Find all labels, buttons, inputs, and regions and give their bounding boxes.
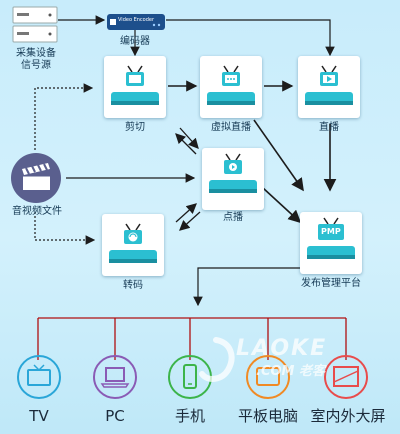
device-tv[interactable] [16, 354, 62, 404]
source-server [12, 6, 58, 48]
transcode-label: 转码 [123, 280, 143, 291]
clapperboard-icon [11, 153, 61, 203]
tv-box-icon [307, 217, 355, 259]
tv-box-icon [305, 65, 353, 105]
laptop-icon [93, 355, 137, 399]
encoder-label: 编码器 [120, 36, 150, 47]
device-screen-label: 室内外大屏 [310, 407, 386, 425]
vod-label: 点播 [223, 212, 243, 223]
virtual-live-card[interactable] [200, 56, 262, 118]
watermark-brand: LAOKE [236, 336, 328, 361]
live-card[interactable] [298, 56, 360, 118]
virtual-live-label: 虚拟直播 [211, 122, 251, 133]
publish-label: 发布管理平台 [301, 278, 361, 289]
encoder-device: Video Encoder [106, 12, 166, 36]
clip-card[interactable] [104, 56, 166, 118]
device-pc-label: PC [105, 407, 125, 425]
watermark-sub: .COM 老客 [256, 364, 325, 379]
tv-box-icon [111, 65, 159, 105]
tv-icon [17, 355, 61, 399]
device-tv-label: TV [29, 407, 49, 425]
device-pc[interactable] [92, 354, 138, 404]
tv-box-icon [207, 65, 255, 105]
watermark-logo: LAOKE .COM 老客 [196, 330, 356, 394]
encoder-badge: Video Encoder [118, 17, 155, 23]
media-file-label: 音视频文件 [12, 206, 62, 217]
tv-box-icon [209, 153, 257, 193]
tv-box-icon [109, 223, 157, 263]
vod-card[interactable] [202, 148, 264, 210]
transcode-card[interactable] [102, 214, 164, 276]
live-label: 直播 [319, 122, 339, 133]
publish-card[interactable]: PMP [300, 212, 362, 274]
device-tablet[interactable] [245, 354, 291, 404]
media-file-node[interactable] [10, 152, 62, 208]
clip-label: 剪切 [125, 122, 145, 133]
device-phone-label: 手机 [174, 407, 205, 425]
server-icon [12, 6, 58, 43]
screen-icon [324, 355, 368, 399]
device-screen[interactable] [323, 354, 369, 404]
source-label: 采集设备 信号源 [16, 48, 56, 71]
device-tablet-label: 平板电脑 [237, 407, 298, 425]
tablet-icon [246, 355, 290, 399]
pmp-badge: PMP [321, 227, 341, 236]
